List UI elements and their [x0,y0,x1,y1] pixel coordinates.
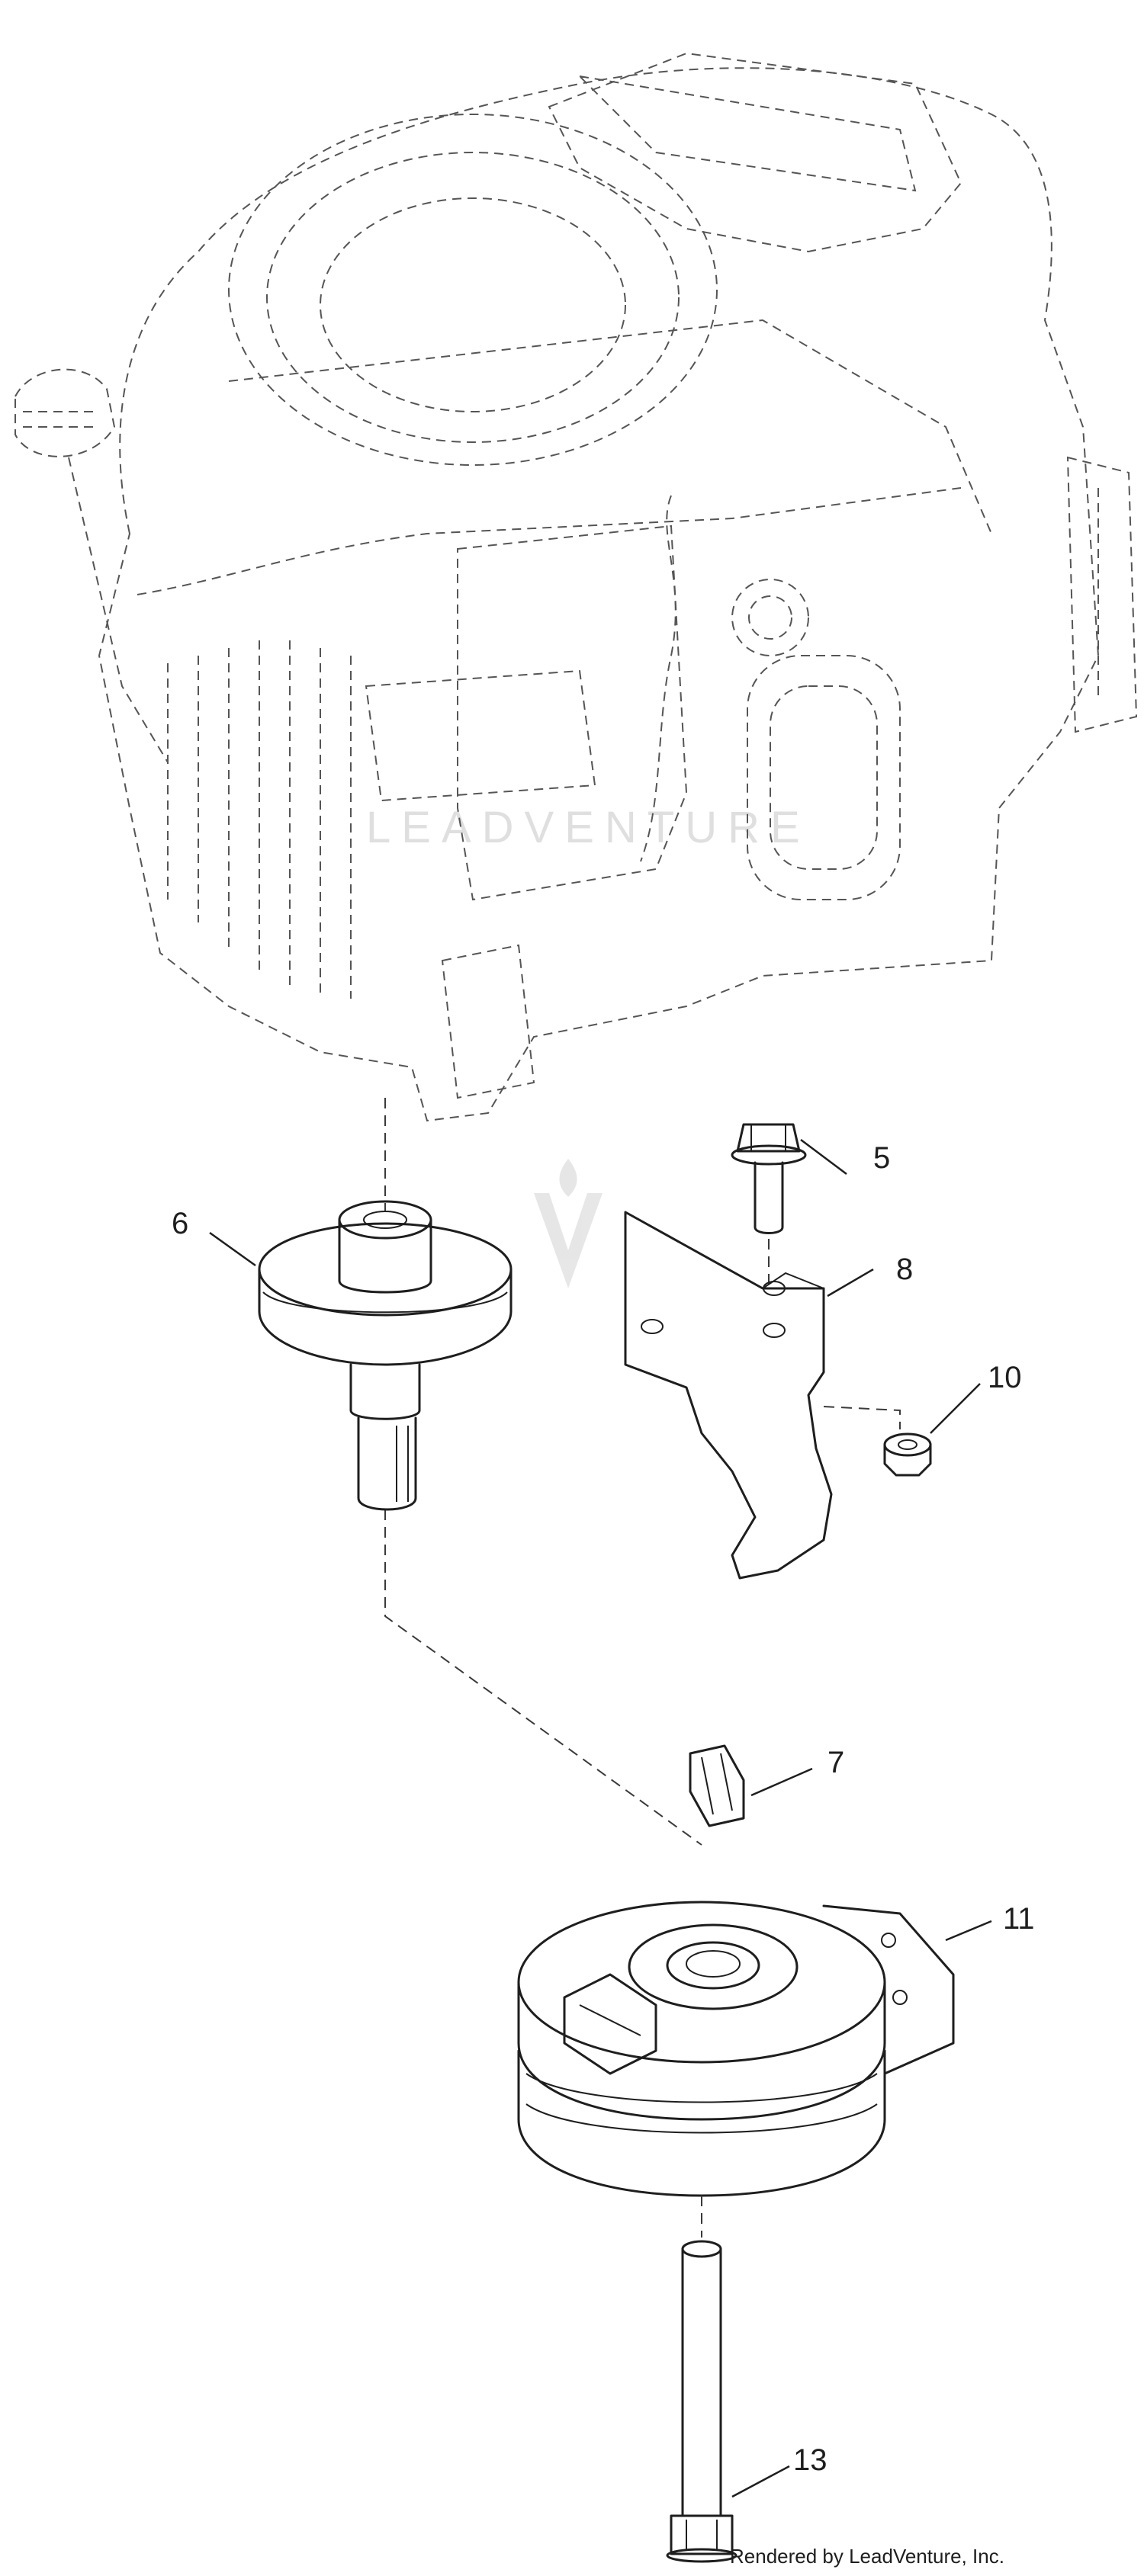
leader-6 [209,1231,256,1267]
render-credit: Rendered by LeadVenture, Inc. [730,2545,1004,2568]
watermark-text: LEADVENTURE [366,803,811,852]
callout-6: 6 [172,1207,188,1240]
leader-13 [731,2465,790,2498]
watermark: LEADVENTURE [366,803,811,1288]
leader-11 [945,1920,992,1942]
bolt [731,1123,807,1288]
callout-13: 13 [793,2443,827,2477]
leader-10 [930,1383,981,1434]
leader-8 [827,1268,874,1298]
bracket [624,1211,901,1580]
engine-phantom [14,52,1138,1122]
pto-clutch [517,1901,955,2238]
leader-5 [800,1139,847,1175]
retainer-clip [689,1744,745,1827]
engine-pulley [258,1200,513,1511]
leader-7 [750,1767,813,1797]
callout-11: 11 [1003,1902,1035,1936]
callout-8: 8 [896,1253,913,1286]
long-bolt [666,2240,737,2563]
callout-10: 10 [988,1361,1022,1394]
callout-5: 5 [873,1141,890,1175]
callout-7: 7 [827,1746,844,1779]
watermark-logo-icon [534,1193,603,1288]
shaft-to-clutch-line [384,1509,702,1846]
flange-nut [883,1432,932,1477]
